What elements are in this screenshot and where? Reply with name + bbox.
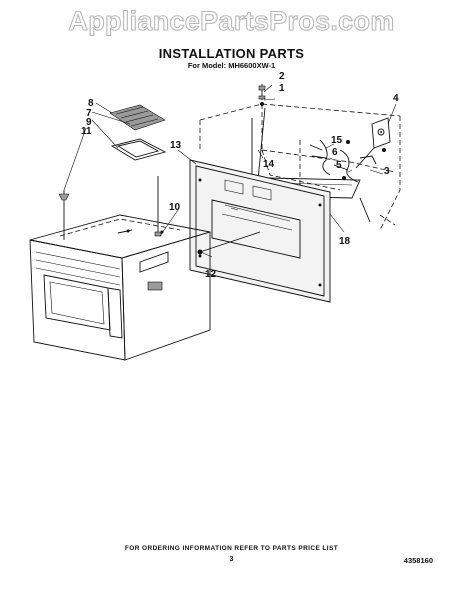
callout-1: 1 — [279, 83, 285, 94]
callout-3: 3 — [384, 166, 390, 177]
ordering-note: FOR ORDERING INFORMATION REFER TO PARTS … — [124, 545, 339, 552]
screw-assembly — [258, 84, 266, 106]
callout-9: 9 — [86, 117, 92, 128]
callout-8: 8 — [88, 98, 94, 109]
document-number: 4358160 — [403, 556, 433, 565]
callout-18: 18 — [339, 236, 351, 247]
callout-7: 7 — [86, 108, 92, 119]
callout-2: 2 — [279, 71, 285, 82]
callout-12: 12 — [205, 269, 217, 280]
callout-15: 15 — [331, 135, 343, 146]
callout-4: 4 — [393, 93, 399, 104]
wall-plate — [371, 117, 391, 149]
grease-filter — [109, 104, 166, 131]
site-watermark: AppliancePartsPros.com — [68, 5, 395, 36]
vent-panel — [110, 138, 167, 161]
leader-lines — [63, 84, 397, 258]
callout-11: 11 — [81, 126, 92, 137]
callout-6: 6 — [332, 147, 338, 158]
mounting-plate — [189, 159, 331, 303]
diagram-title: INSTALLATION PARTS — [158, 46, 305, 61]
model-subtitle: For Model: MH6600XW-1 — [187, 61, 276, 70]
callout-10: 10 — [169, 202, 181, 213]
page-number: 3 — [229, 556, 234, 563]
microwave-unit — [29, 214, 211, 361]
callout-13: 13 — [170, 140, 182, 151]
callout-5: 5 — [336, 160, 342, 171]
callout-14: 14 — [263, 159, 275, 170]
